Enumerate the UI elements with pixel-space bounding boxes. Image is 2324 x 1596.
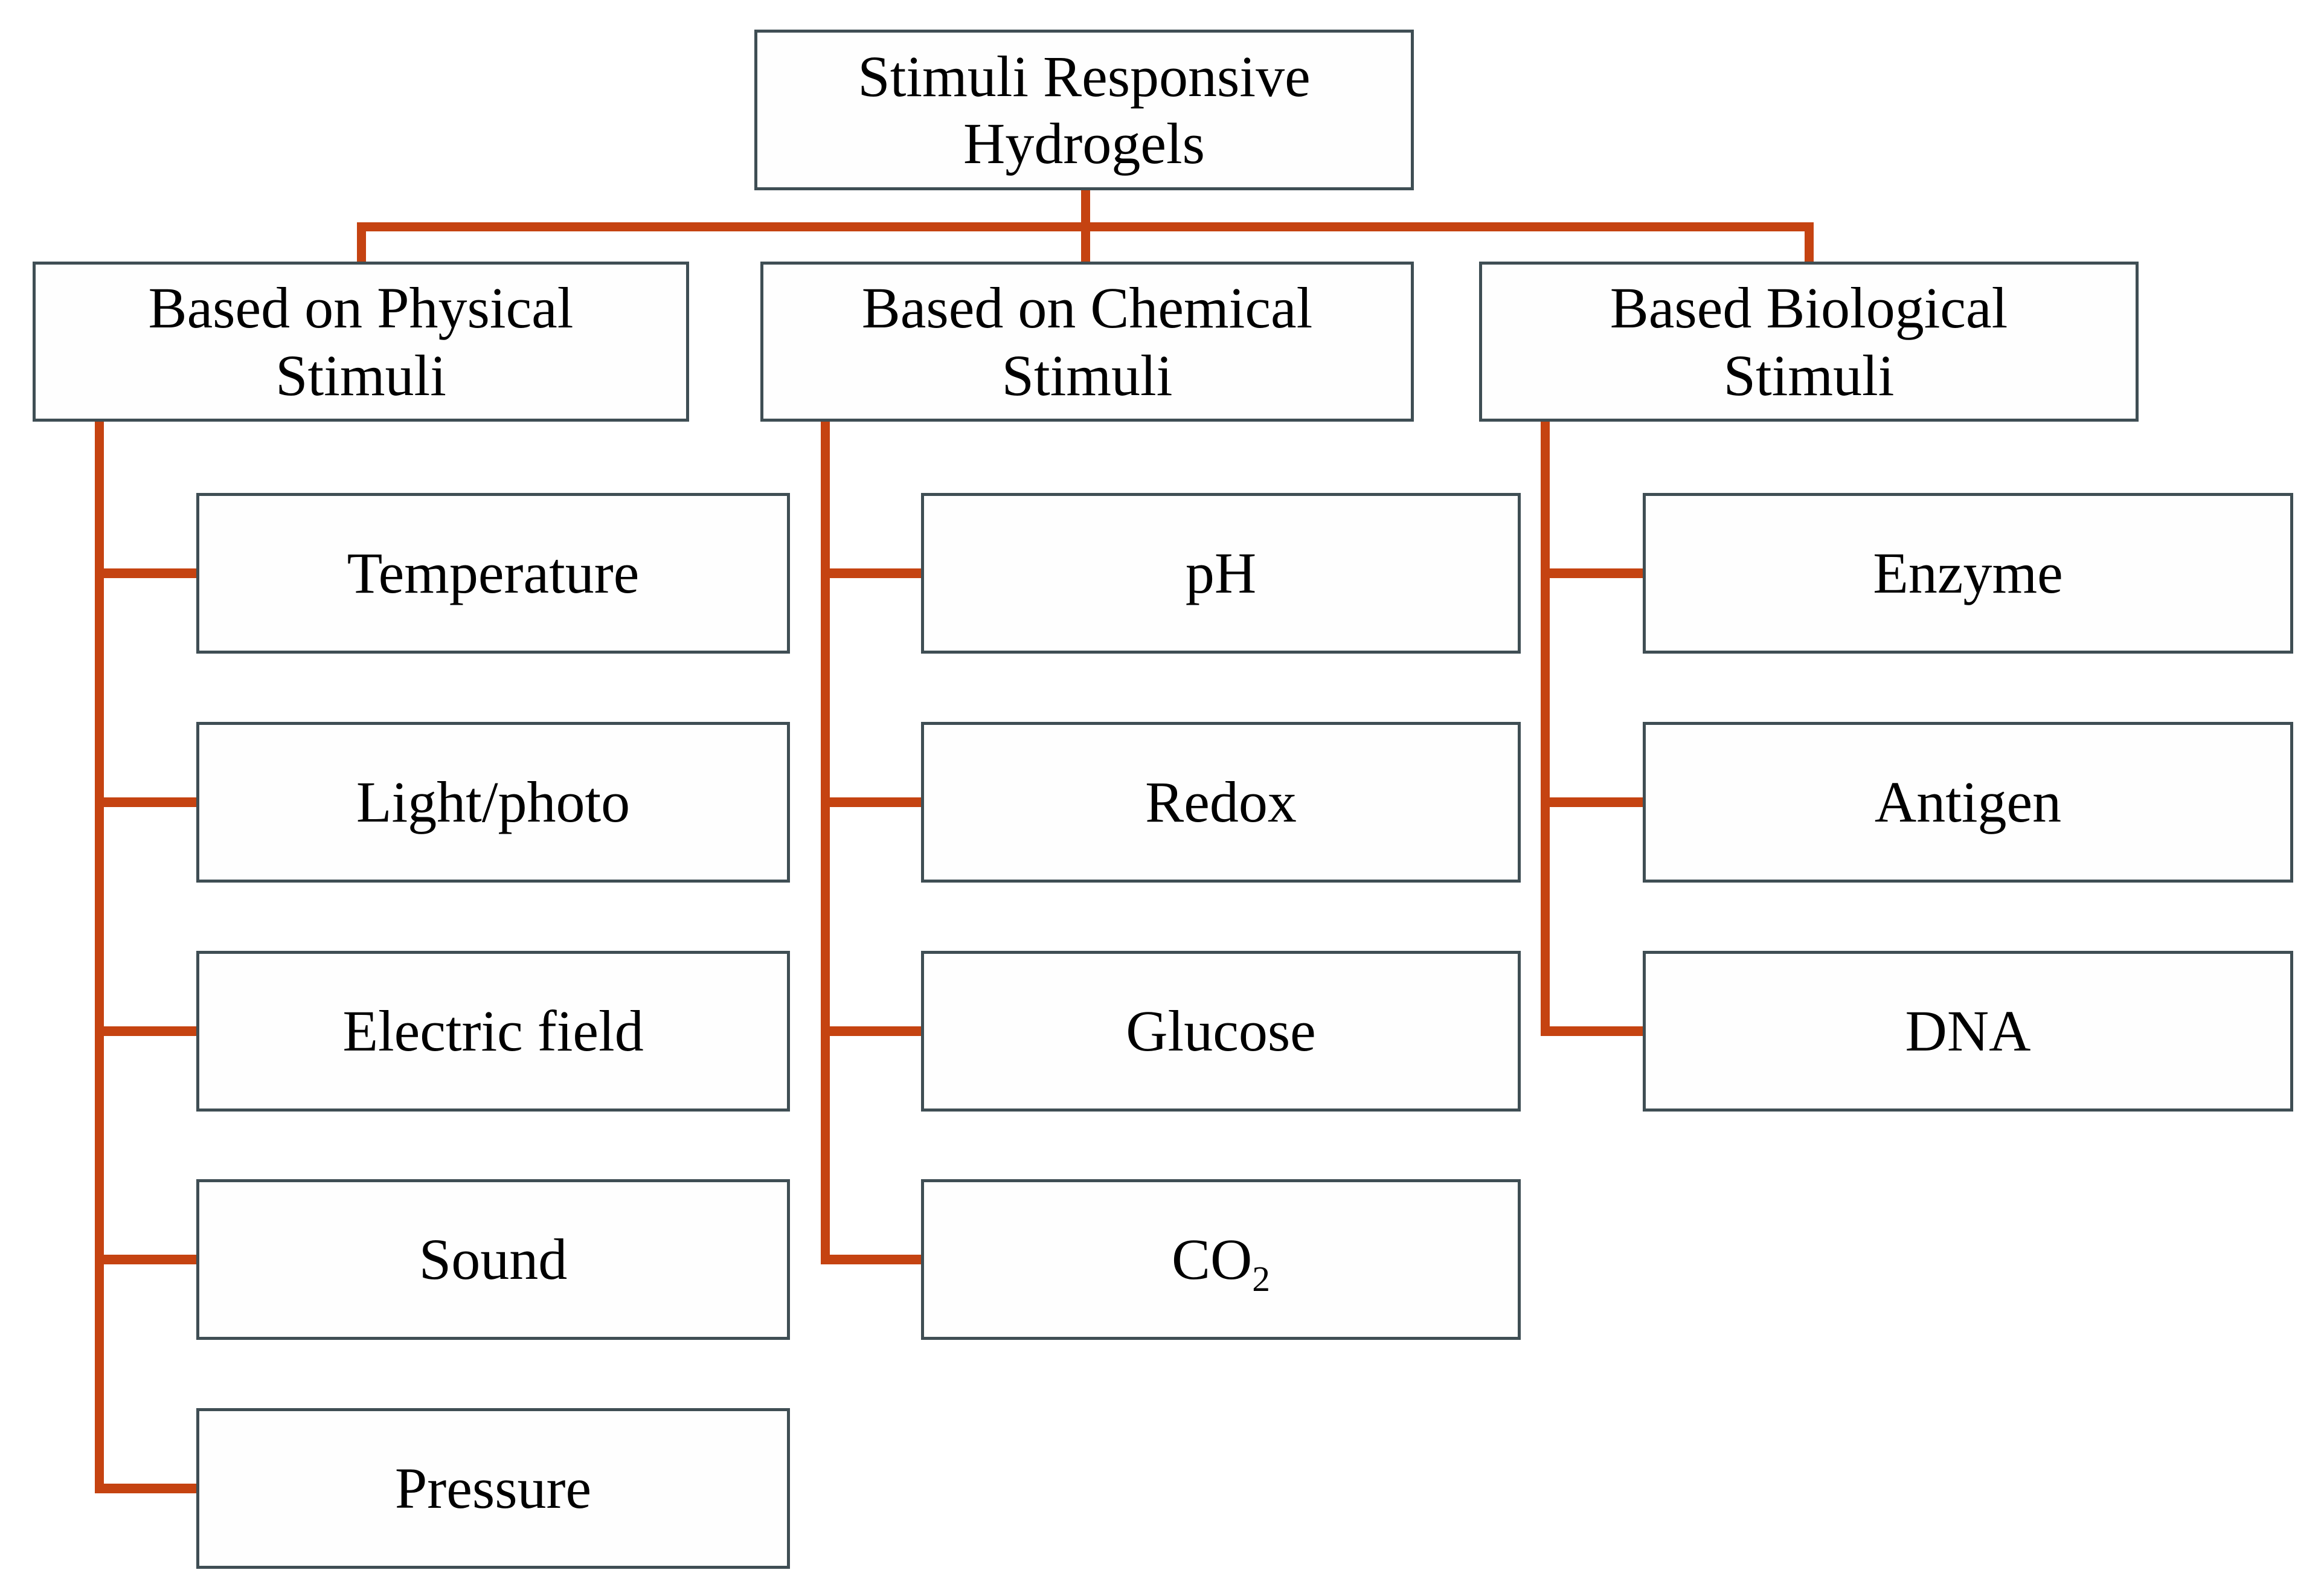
connector-stub-glucose (821, 1026, 921, 1036)
co2-subscript: 2 (1252, 1259, 1271, 1299)
connector-top-hline (357, 222, 1814, 231)
node-label: Light/photo (356, 770, 631, 835)
node-glucose: Glucose (921, 951, 1521, 1112)
node-label: pH (1185, 541, 1257, 606)
node-label: Based on Physical Stimuli (148, 275, 574, 408)
node-sound: Sound (196, 1179, 790, 1340)
node-label: Enzyme (1873, 541, 2063, 606)
connector-stub-enzyme (1541, 568, 1643, 578)
node-pressure: Pressure (196, 1408, 790, 1569)
node-temperature: Temperature (196, 493, 790, 654)
node-antigen: Antigen (1643, 722, 2293, 883)
node-label: Sound (419, 1227, 568, 1292)
node-label: DNA (1905, 999, 2031, 1064)
node-enzyme: Enzyme (1643, 493, 2293, 654)
connector-stub-antigen (1541, 797, 1643, 807)
node-chemical-stimuli: Based on Chemical Stimuli (760, 262, 1414, 422)
node-dna: DNA (1643, 951, 2293, 1112)
connector-physical-vline (95, 420, 104, 1493)
connector-stub-electric-field (95, 1026, 196, 1036)
node-label: Redox (1145, 770, 1297, 835)
co2-formula: CO (1171, 1227, 1253, 1292)
node-label: Antigen (1874, 770, 2062, 835)
connector-stub-light-photo (95, 797, 196, 807)
node-label: Based on Chemical Stimuli (861, 275, 1313, 408)
node-stimuli-responsive-hydrogels: Stimuli Responsive Hydrogels (754, 30, 1414, 190)
node-label: Stimuli Responsive Hydrogels (858, 43, 1311, 176)
node-label: Temperature (347, 541, 640, 606)
node-label: Electric field (342, 999, 644, 1064)
node-label: CO2 (1171, 1226, 1270, 1297)
node-label: Based Biological Stimuli (1610, 275, 2008, 408)
connector-stub-ph (821, 568, 921, 578)
node-biological-stimuli: Based Biological Stimuli (1479, 262, 2139, 422)
connector-biological-vline (1541, 420, 1550, 1036)
node-label: Glucose (1126, 999, 1316, 1064)
node-physical-stimuli: Based on Physical Stimuli (33, 262, 689, 422)
node-label: Pressure (394, 1456, 592, 1521)
node-electric-field: Electric field (196, 951, 790, 1112)
node-ph: pH (921, 493, 1521, 654)
connector-stub-co2 (821, 1255, 921, 1264)
node-light-photo: Light/photo (196, 722, 790, 883)
connector-stub-dna (1541, 1026, 1643, 1036)
connector-stub-redox (821, 797, 921, 807)
connector-chemical-vline (821, 420, 830, 1264)
connector-left-drop (357, 222, 366, 262)
node-redox: Redox (921, 722, 1521, 883)
node-co2: CO2 (921, 1179, 1521, 1340)
connector-stub-sound (95, 1255, 196, 1264)
connector-stub-pressure (95, 1484, 196, 1493)
connector-right-drop (1805, 222, 1814, 262)
connector-stub-temperature (95, 568, 196, 578)
